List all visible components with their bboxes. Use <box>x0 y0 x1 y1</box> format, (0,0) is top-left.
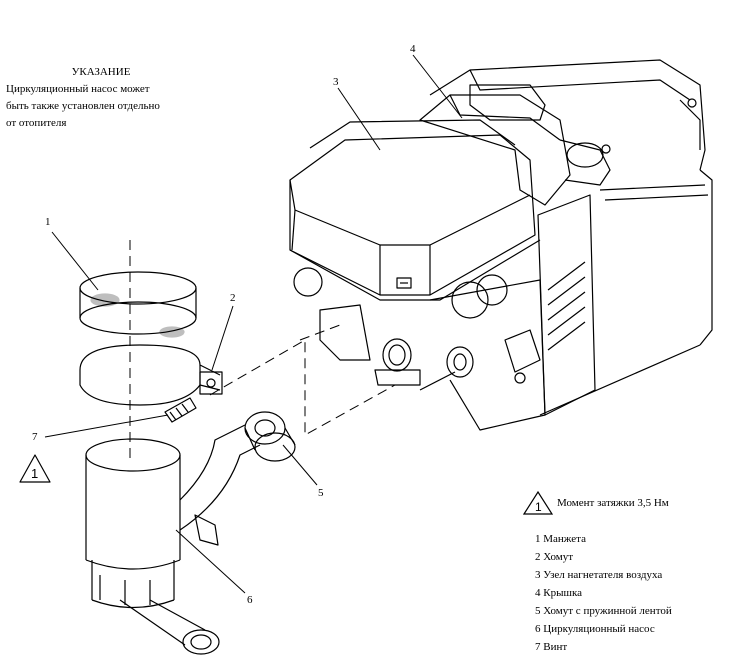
warning-triangle-number: 1 <box>31 466 38 481</box>
legend-item: 1 Манжета <box>535 533 586 545</box>
note-line: от отопителя <box>6 117 67 129</box>
installation-note: УКАЗАНИЕ Циркуляционный насос может быть… <box>6 64 186 132</box>
parts-legend: 1 Манжета 2 Хомут 3 Узел нагнетателя воз… <box>535 530 672 656</box>
heater-body <box>289 59 713 431</box>
callout-2: 2 <box>230 292 236 304</box>
legend-item: 5 Хомут с пружинной лентой <box>535 605 672 617</box>
legend-item: 6 Циркуляционный насос <box>535 623 655 635</box>
legend-item: 3 Узел нагнетателя воздуха <box>535 569 663 581</box>
clamp-part-2 <box>79 344 223 406</box>
svg-text:1: 1 <box>535 500 542 514</box>
legend-item: 2 Хомут <box>535 551 574 563</box>
note-line: Циркуляционный насос может <box>6 83 150 95</box>
torque-note: 1 Момент затяжки 3,5 Нм <box>522 490 669 516</box>
callout-4: 4 <box>410 43 416 55</box>
spring-clamp-part-5 <box>244 411 296 462</box>
callout-1: 1 <box>45 216 51 228</box>
callout-6: 6 <box>247 594 253 606</box>
callout-7: 7 <box>32 431 38 443</box>
cuff-part-1 <box>79 271 197 338</box>
warning-triangle-icon: 1 <box>522 490 554 515</box>
pump-part-6 <box>85 424 261 655</box>
note-title: УКАЗАНИЕ <box>71 66 131 78</box>
torque-text: Момент затяжки 3,5 Нм <box>557 497 669 509</box>
legend-item: 7 Винт <box>535 641 568 653</box>
callout-3: 3 <box>333 76 339 88</box>
callout-5: 5 <box>318 487 324 499</box>
warning-triangle-icon <box>19 454 51 483</box>
legend-item: 4 Крышка <box>535 587 583 599</box>
note-line: быть также установлен отдельно <box>6 100 160 112</box>
screw-part-7 <box>164 397 197 423</box>
